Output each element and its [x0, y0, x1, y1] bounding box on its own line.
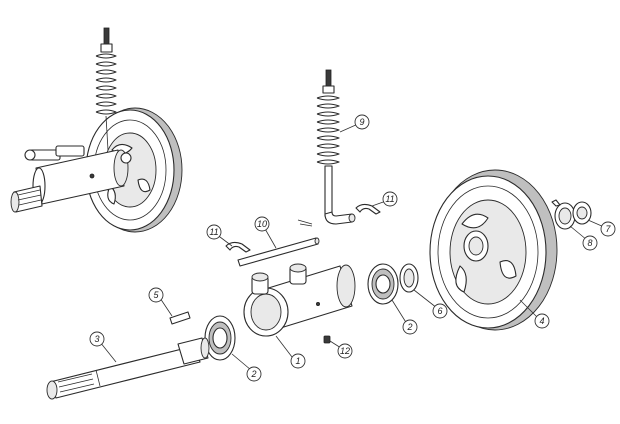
callout-8-label: 8 — [587, 238, 592, 248]
assembled-view — [10, 27, 183, 233]
callout-7: 7 — [600, 221, 616, 237]
callout-10: 10 — [254, 216, 270, 232]
part-bearing-left — [204, 315, 236, 361]
assembled-pulley — [85, 107, 183, 233]
part-bearing-right — [367, 263, 399, 305]
assembled-shaft — [10, 185, 43, 213]
callout-2-right-label: 2 — [406, 322, 412, 332]
callout-8: 8 — [582, 235, 598, 251]
callout-7-label: 7 — [605, 224, 611, 234]
part-key — [169, 311, 191, 325]
callout-2-left-label: 2 — [250, 369, 256, 379]
callout-5-label: 5 — [153, 290, 159, 300]
callout-12: 12 — [337, 343, 353, 359]
callout-2-left: 2 — [246, 366, 262, 382]
callout-11-right: 11 — [382, 191, 398, 207]
callout-10-label: 10 — [257, 219, 267, 229]
callout-9-label: 9 — [359, 117, 364, 127]
leader-lines — [99, 123, 605, 371]
part-set-screw — [323, 335, 331, 344]
callout-3: 3 — [89, 331, 105, 347]
part-shaft — [46, 337, 210, 400]
callout-6: 6 — [432, 303, 448, 319]
callout-9: 9 — [354, 114, 370, 130]
part-pin-rod — [237, 237, 320, 267]
callout-2-right: 2 — [402, 319, 418, 335]
callout-5: 5 — [148, 287, 164, 303]
callout-4-label: 4 — [539, 316, 544, 326]
part-housing — [243, 263, 356, 337]
part-cotter-pin-right — [297, 203, 381, 227]
callout-12-label: 12 — [340, 346, 350, 356]
callout-1: 1 — [290, 353, 306, 369]
part-pulley — [429, 169, 558, 331]
part-cotter-pin-left — [225, 241, 251, 253]
callout-11-right-label: 11 — [385, 194, 394, 204]
part-lock-washer — [551, 199, 576, 230]
part-spacer-ring — [399, 263, 419, 293]
assembled-spring — [95, 27, 117, 151]
callout-6-label: 6 — [437, 306, 442, 316]
callout-11-left: 11 — [206, 224, 222, 240]
assembled-housing — [24, 145, 132, 205]
callout-4: 4 — [534, 313, 550, 329]
part-spring-rod — [316, 69, 356, 225]
callout-1-label: 1 — [295, 356, 300, 366]
callout-3-label: 3 — [94, 334, 99, 344]
callout-11-left-label: 11 — [209, 227, 218, 237]
part-nut — [572, 201, 592, 225]
